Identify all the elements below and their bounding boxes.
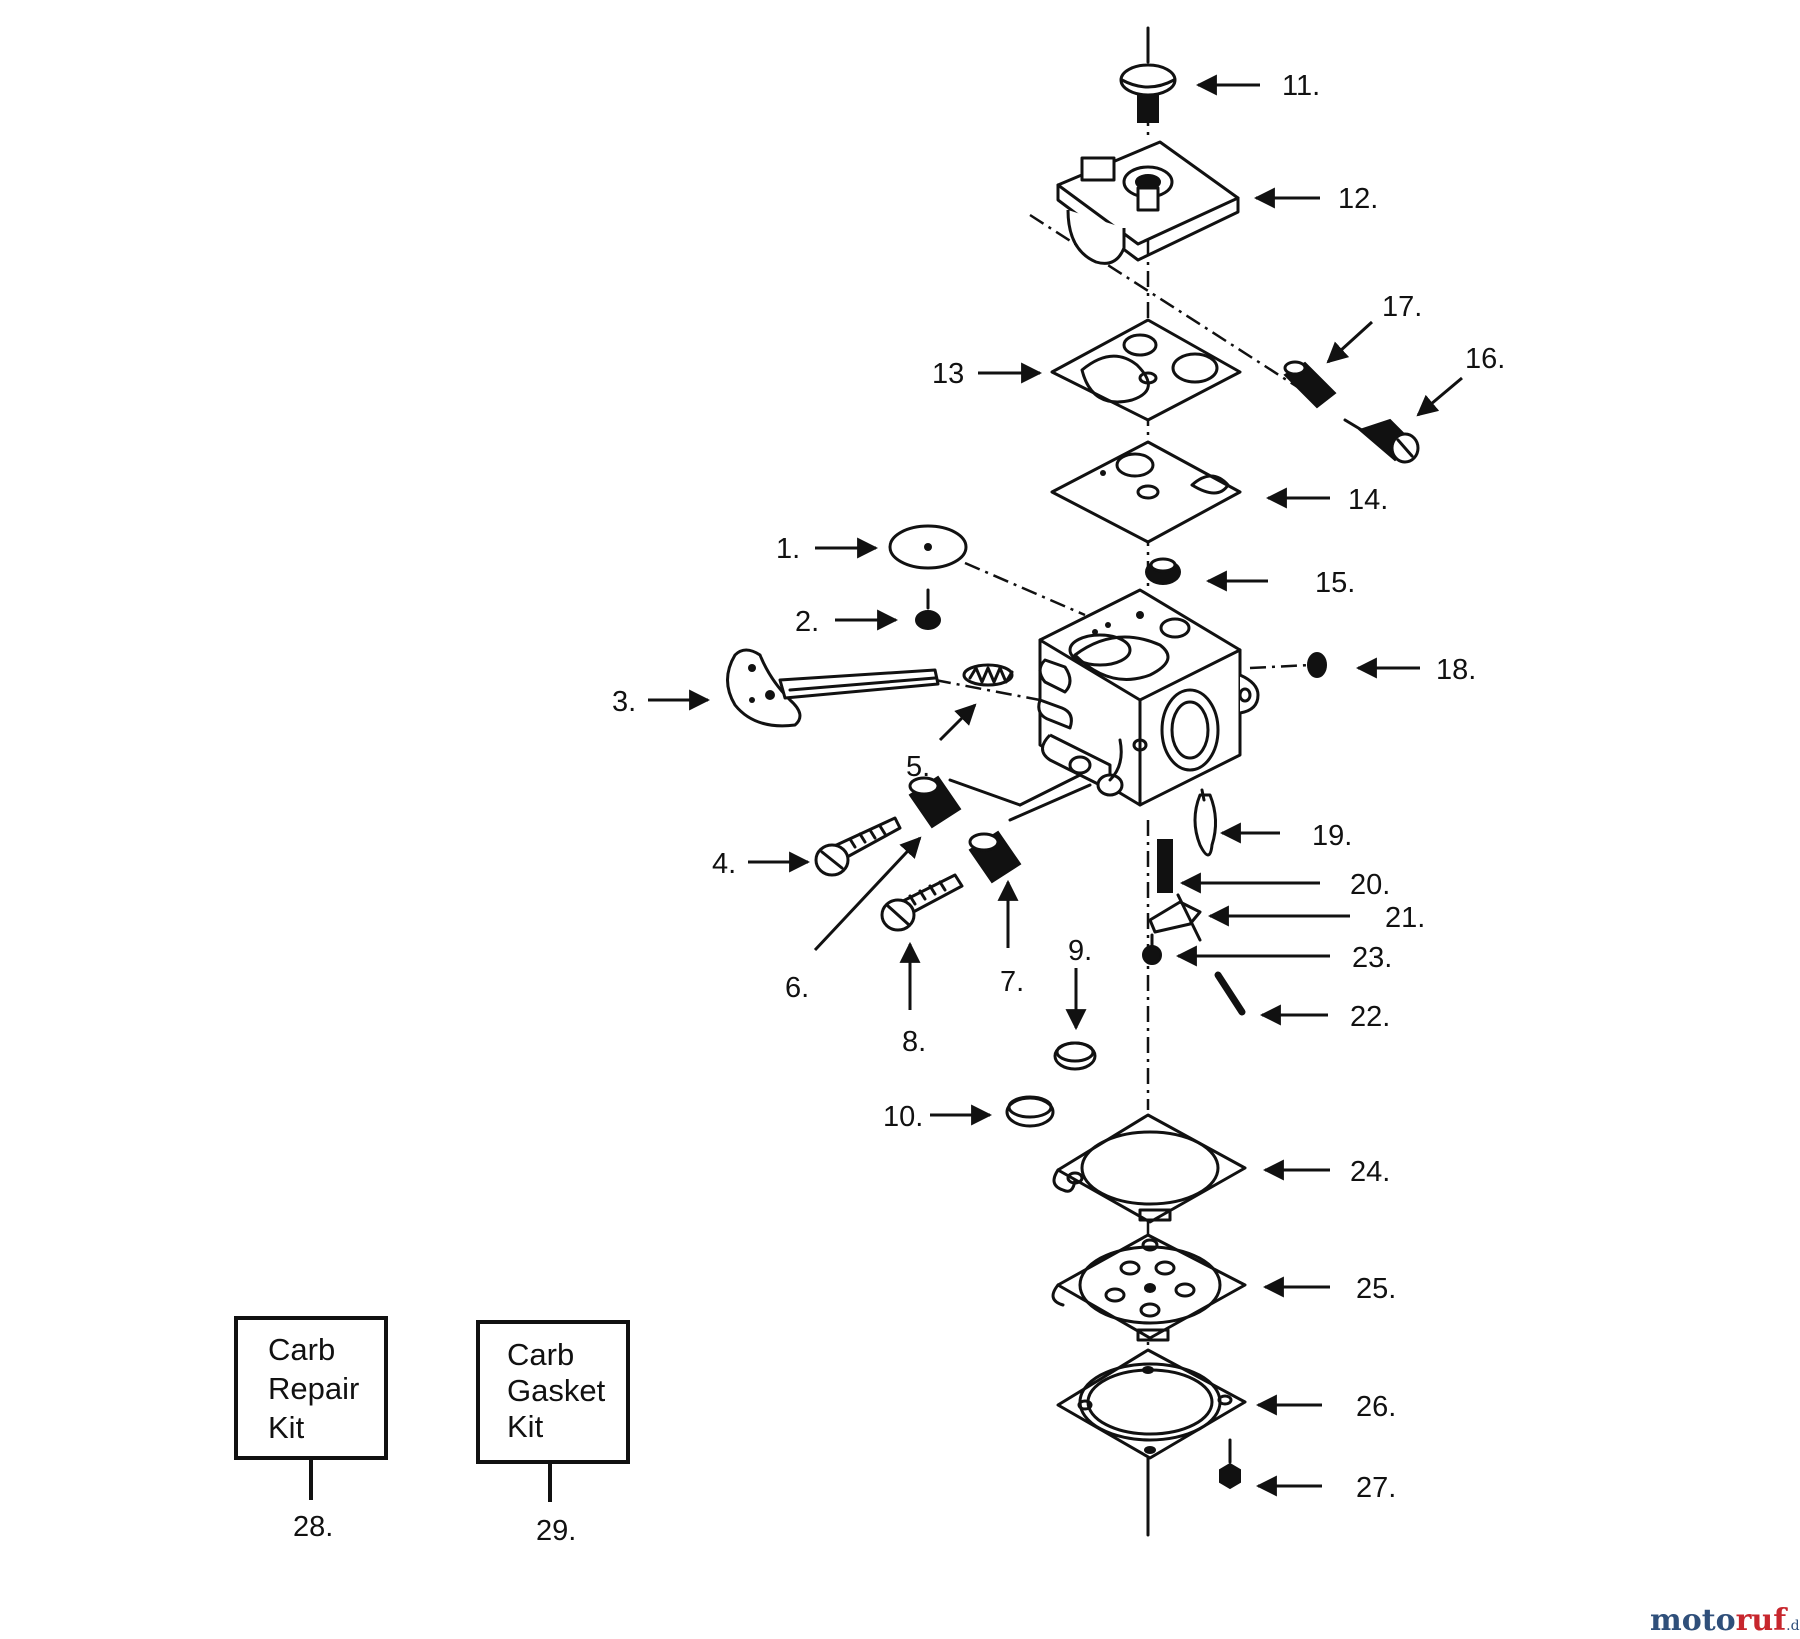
label-16: 16. — [1465, 343, 1505, 375]
part-9-plug — [1053, 1041, 1097, 1071]
part-17-spring — [1283, 360, 1337, 409]
part-15-cap — [1145, 557, 1181, 585]
carb-repair-kit-box: Carb Repair Kit 28. — [234, 1316, 388, 1543]
label-2: 2. — [795, 606, 819, 638]
label-6: 6. — [785, 972, 809, 1004]
label-10: 10. — [883, 1101, 923, 1133]
label-24: 24. — [1350, 1156, 1390, 1188]
part-2-screw — [915, 588, 941, 630]
motoruf-watermark: motoruf.de — [1650, 1603, 1800, 1638]
label-23: 23. — [1352, 942, 1392, 974]
label-15: 15. — [1315, 567, 1355, 599]
repair-kit-line2: Repair — [268, 1371, 359, 1406]
part-16-screw — [1343, 418, 1420, 464]
carb-gasket-kit-box: Carb Gasket Kit 29. — [476, 1320, 630, 1547]
label-11: 11. — [1282, 70, 1320, 102]
svg-text:motoruf.de: motoruf.de — [1650, 1603, 1800, 1638]
part-21-metering-lever — [1148, 893, 1202, 942]
part-11-screw — [1119, 63, 1177, 123]
label-14: 14. — [1348, 484, 1388, 516]
watermark-brand-b: ruf — [1736, 1603, 1789, 1638]
gasket-kit-line1: Carb — [507, 1337, 574, 1372]
label-20: 20. — [1350, 869, 1390, 901]
part-20-spring — [1157, 839, 1173, 893]
label-22: 22. — [1350, 1001, 1390, 1033]
label-5: 5. — [906, 751, 930, 783]
label-7: 7. — [1000, 966, 1024, 998]
label-29: 29. — [536, 1515, 576, 1547]
watermark-tld: .de — [1786, 1618, 1800, 1634]
label-27: 27. — [1356, 1472, 1396, 1504]
label-12: 12. — [1338, 183, 1378, 215]
part-26-cover — [1056, 1348, 1247, 1460]
repair-kit-line1: Carb — [268, 1332, 335, 1367]
gasket-kit-line2: Gasket — [507, 1373, 606, 1408]
label-4: 4. — [712, 848, 736, 880]
part-10-plug — [1005, 1095, 1055, 1128]
part-5-spring — [962, 663, 1014, 687]
label-25: 25. — [1356, 1273, 1396, 1305]
part-labels: 11. 12. 13 14. 15. 16. 17. 18. 19. 20. 2… — [612, 70, 1505, 1504]
leader-arrows — [648, 74, 1463, 1497]
gasket-kit-line3: Kit — [507, 1409, 544, 1444]
label-19: 19. — [1312, 820, 1352, 852]
label-18: 18. — [1436, 654, 1476, 686]
repair-kit-line3: Kit — [268, 1410, 305, 1445]
carburetor-body — [1037, 588, 1260, 807]
label-28: 28. — [293, 1511, 333, 1543]
label-9: 9. — [1068, 935, 1092, 967]
label-13: 13 — [932, 358, 964, 390]
label-3: 3. — [612, 686, 636, 718]
part-25-diaphragm — [1051, 1233, 1247, 1342]
part-23-screw — [1142, 933, 1162, 965]
label-17: 17. — [1382, 291, 1422, 323]
part-1-cover-plate — [888, 524, 968, 570]
part-3-throttle-shaft — [726, 648, 940, 728]
part-8-needle-screw — [880, 873, 964, 932]
part-18-plug — [1307, 652, 1327, 678]
part-12-pump-cover — [1056, 140, 1240, 265]
part-27-screw — [1219, 1438, 1241, 1490]
part-4-needle-screw — [814, 816, 902, 877]
part-22-pin — [1214, 971, 1246, 1016]
part-24-gasket — [1052, 1113, 1247, 1224]
part-19-inlet-needle — [1193, 788, 1217, 857]
part-6-spring — [908, 775, 962, 829]
label-1: 1. — [776, 533, 800, 565]
part-7-spring — [968, 830, 1022, 884]
label-8: 8. — [902, 1026, 926, 1058]
part-13-gasket — [1050, 318, 1242, 422]
watermark-brand-a: moto — [1650, 1603, 1736, 1638]
label-26: 26. — [1356, 1391, 1396, 1423]
part-14-diaphragm — [1050, 440, 1242, 544]
label-21: 21. — [1385, 902, 1425, 934]
